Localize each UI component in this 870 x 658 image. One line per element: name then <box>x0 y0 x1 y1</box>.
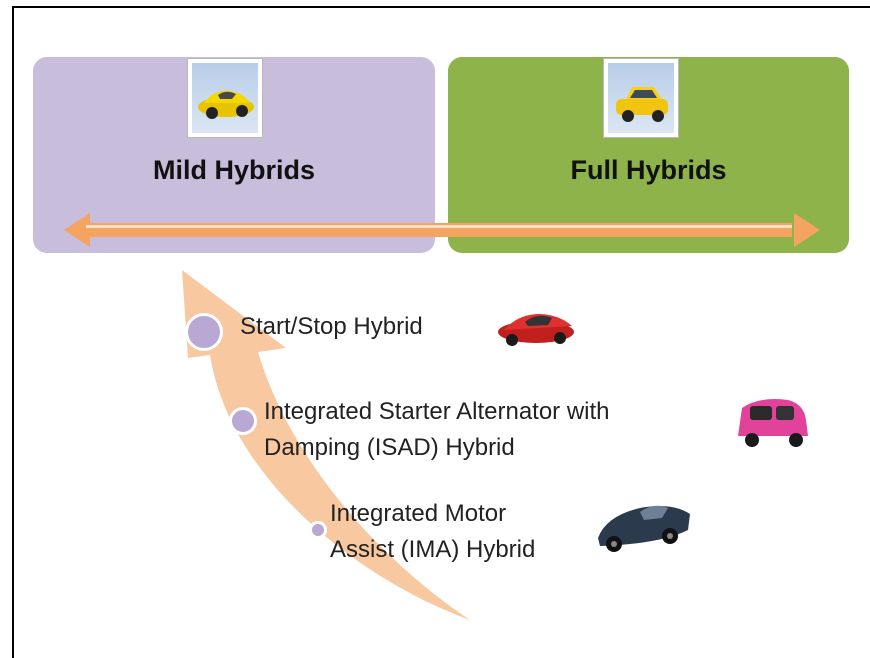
dark-roadster-car-icon <box>598 505 690 552</box>
item-start-stop-label: Start/Stop Hybrid <box>240 313 423 340</box>
pink-microcar-icon <box>738 399 808 447</box>
yellow-sports-car-icon <box>187 58 263 138</box>
item-ima-label-line1: Integrated Motor <box>330 500 507 527</box>
yellow-sedan-car-icon <box>603 58 679 138</box>
red-sports-car-icon <box>498 314 574 346</box>
item-ima-label-line2: Assist (IMA) Hybrid <box>330 536 536 563</box>
frame-border-left <box>12 6 14 658</box>
spectrum-arrow <box>64 213 820 247</box>
mild-hybrids-title: Mild Hybrids <box>152 155 315 185</box>
item-isad-label-line1: Integrated Starter Alternator with <box>264 398 610 425</box>
full-hybrids-title: Full Hybrids <box>570 155 727 185</box>
bullet-isad <box>229 407 257 435</box>
bullet-start-stop <box>185 313 223 351</box>
progression-arrow <box>182 270 470 620</box>
bullet-ima <box>309 521 327 539</box>
frame-border-top <box>12 6 870 8</box>
item-isad-label-line2: Damping (ISAD) Hybrid <box>264 434 515 461</box>
